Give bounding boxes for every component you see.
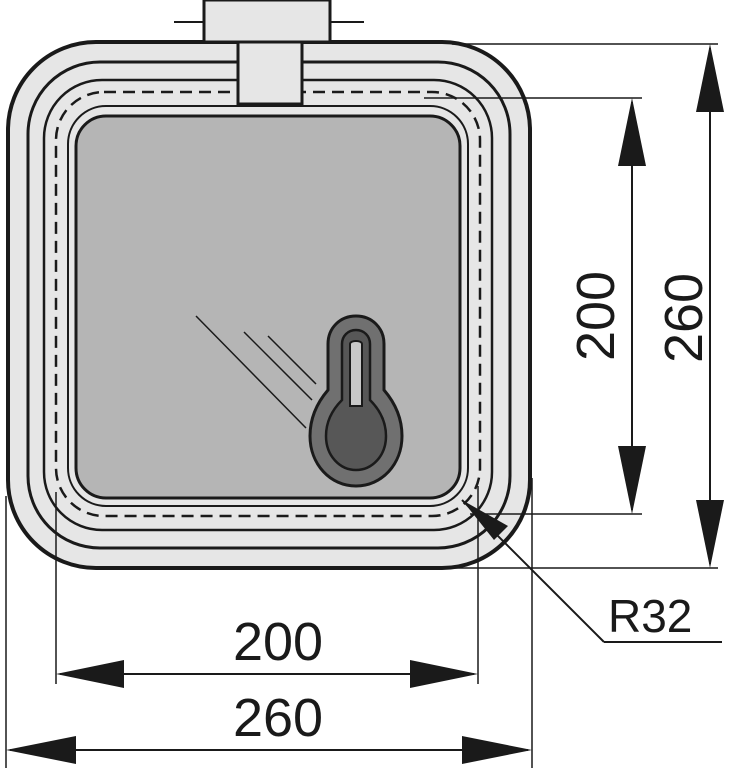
radius-leader: R32 — [461, 499, 722, 643]
dim-height-inner-label: 200 — [566, 271, 626, 361]
frame-ring-3 — [67, 105, 469, 507]
dim-width-inner: 200 — [55, 486, 479, 688]
radius-label: R32 — [608, 590, 692, 642]
dim-height-inner: 200 — [424, 97, 646, 515]
dim-height-outer: 260 — [440, 43, 724, 569]
latch-handle — [308, 314, 404, 488]
glass-reflection — [195, 315, 317, 429]
dim-width-outer: 260 — [5, 478, 533, 768]
hinge-barrel — [202, 0, 332, 44]
dim-width-inner-label: 200 — [233, 612, 323, 672]
hinge-plate — [236, 40, 304, 106]
dim-width-outer-label: 260 — [233, 688, 323, 748]
radius-arrow — [462, 500, 508, 540]
hinge — [174, 0, 364, 106]
latch-stem — [349, 340, 363, 407]
dim-height-outer-label: 260 — [654, 273, 714, 363]
